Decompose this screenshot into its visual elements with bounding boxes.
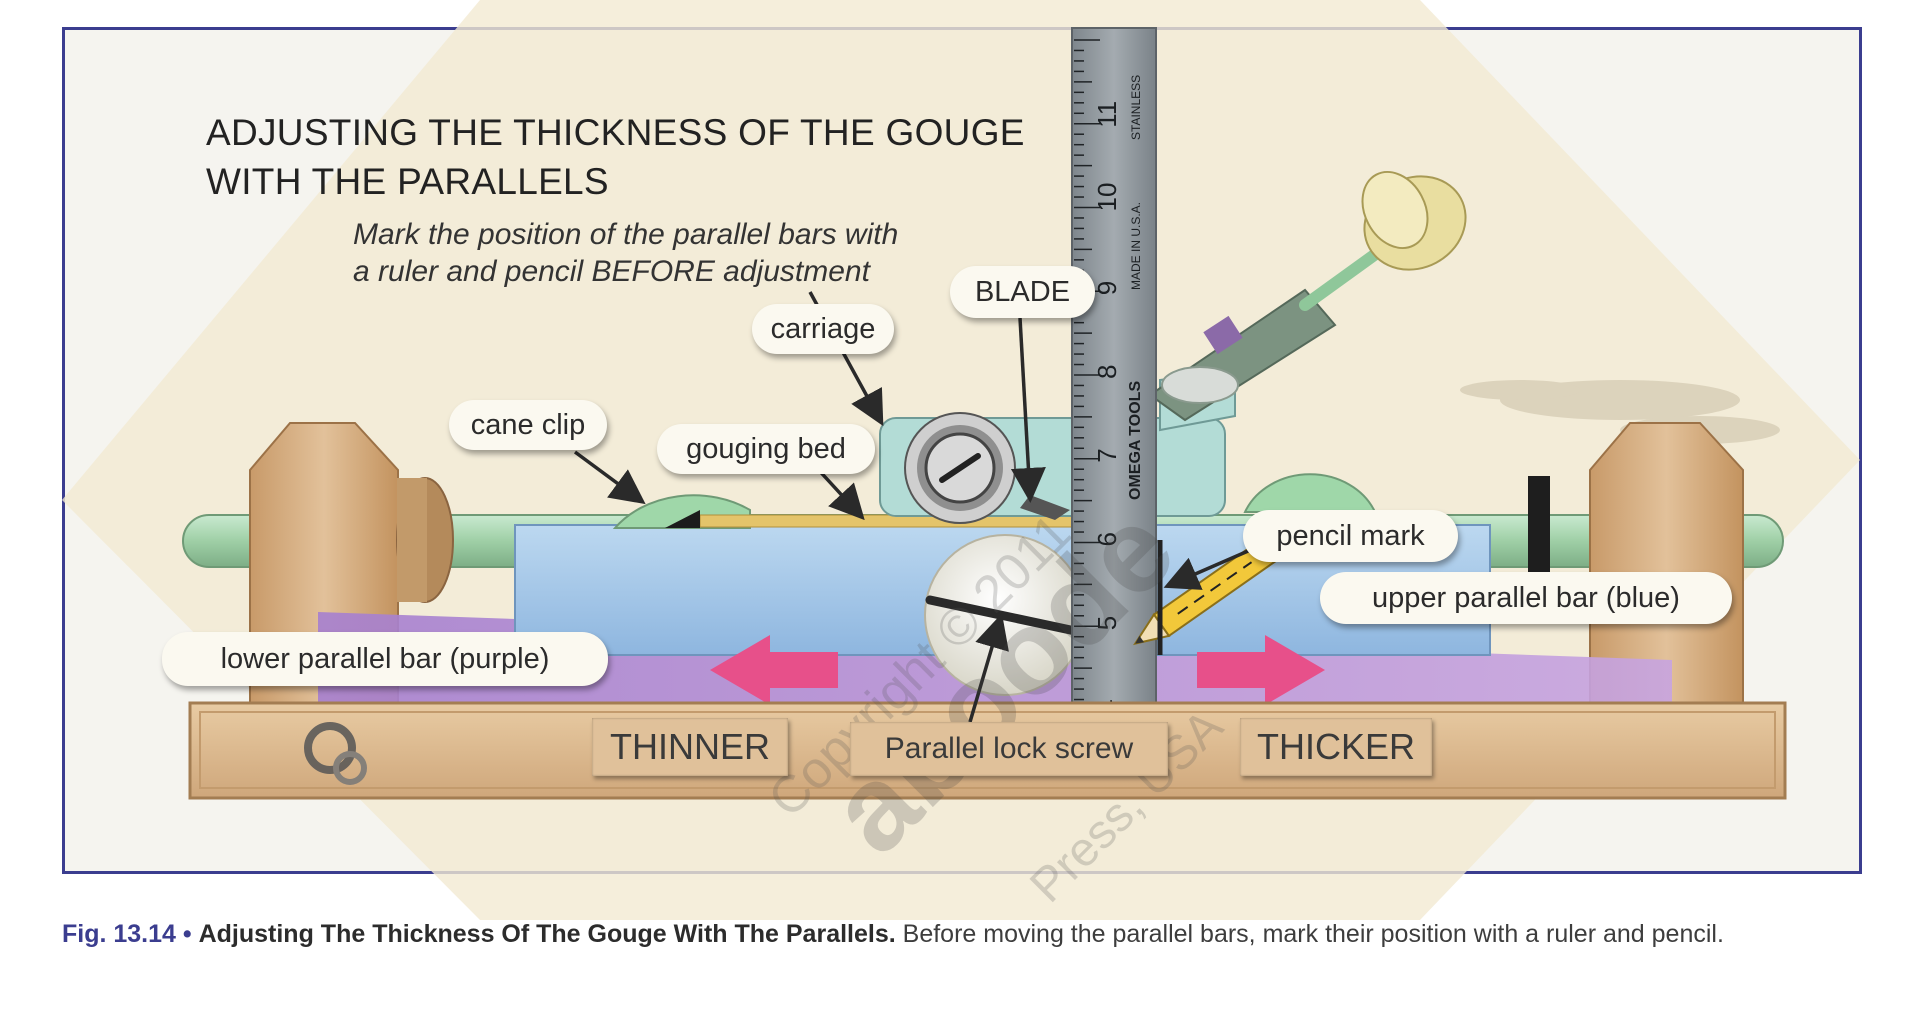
thinner-arrow (710, 635, 838, 705)
ruler-origin: MADE IN U.S.A. (1129, 202, 1143, 290)
upper-parallel-bar-label: upper parallel bar (blue) (1320, 572, 1732, 624)
thinner-label: THINNER (592, 718, 788, 776)
caption-figure-number: Fig. 13.14 • (62, 920, 192, 948)
figure-subtitle-line2: a ruler and pencil BEFORE adjustment (353, 255, 870, 288)
caption-heading: Adjusting The Thickness Of The Gouge Wit… (198, 920, 896, 948)
base-logo (304, 722, 367, 785)
ruler-number: 5 (1092, 616, 1122, 630)
caption-text: Before moving the parallel bars, mark th… (902, 920, 1724, 948)
ruler-number: 6 (1092, 532, 1122, 546)
parallel-lock-screw-label: Parallel lock screw (850, 722, 1168, 776)
ruler-number: 9 (1092, 281, 1122, 295)
ruler-brand: OMEGA TOOLS (1127, 381, 1144, 500)
figure-subtitle-line1: Mark the position of the parallel bars w… (353, 218, 899, 251)
ruler-number: 8 (1092, 365, 1122, 379)
blade-lever (1148, 170, 1467, 422)
carriage-knob (904, 412, 1016, 524)
pencil-mark-label: pencil mark (1243, 510, 1458, 562)
figure-title: ADJUSTING THE THICKNESS OF THE GOUGE WIT… (206, 108, 1106, 206)
ruler-number: 11 (1092, 101, 1122, 128)
right-collar (1528, 476, 1550, 576)
ruler-number: 10 (1092, 183, 1122, 212)
gouging-bed-label: gouging bed (657, 424, 875, 474)
ruler-number: 7 (1092, 448, 1122, 462)
lower-parallel-bar-label: lower parallel bar (purple) (162, 632, 608, 686)
cane-clip-label: cane clip (449, 400, 607, 450)
ruler-material: STAINLESS (1129, 75, 1143, 140)
figure-title-line1: ADJUSTING THE THICKNESS OF THE GOUGE (206, 112, 1025, 153)
thicker-label: THICKER (1240, 718, 1432, 776)
carriage-label: carriage (752, 304, 894, 354)
figure-caption: Fig. 13.14 • Adjusting The Thickness Of … (62, 918, 1862, 950)
thicker-arrow (1197, 635, 1325, 705)
figure-subtitle: Mark the position of the parallel bars w… (353, 216, 1053, 290)
right-green-disc (1243, 473, 1377, 513)
blade-label: BLADE (950, 266, 1095, 318)
figure-title-line2: WITH THE PARALLELS (206, 161, 609, 202)
